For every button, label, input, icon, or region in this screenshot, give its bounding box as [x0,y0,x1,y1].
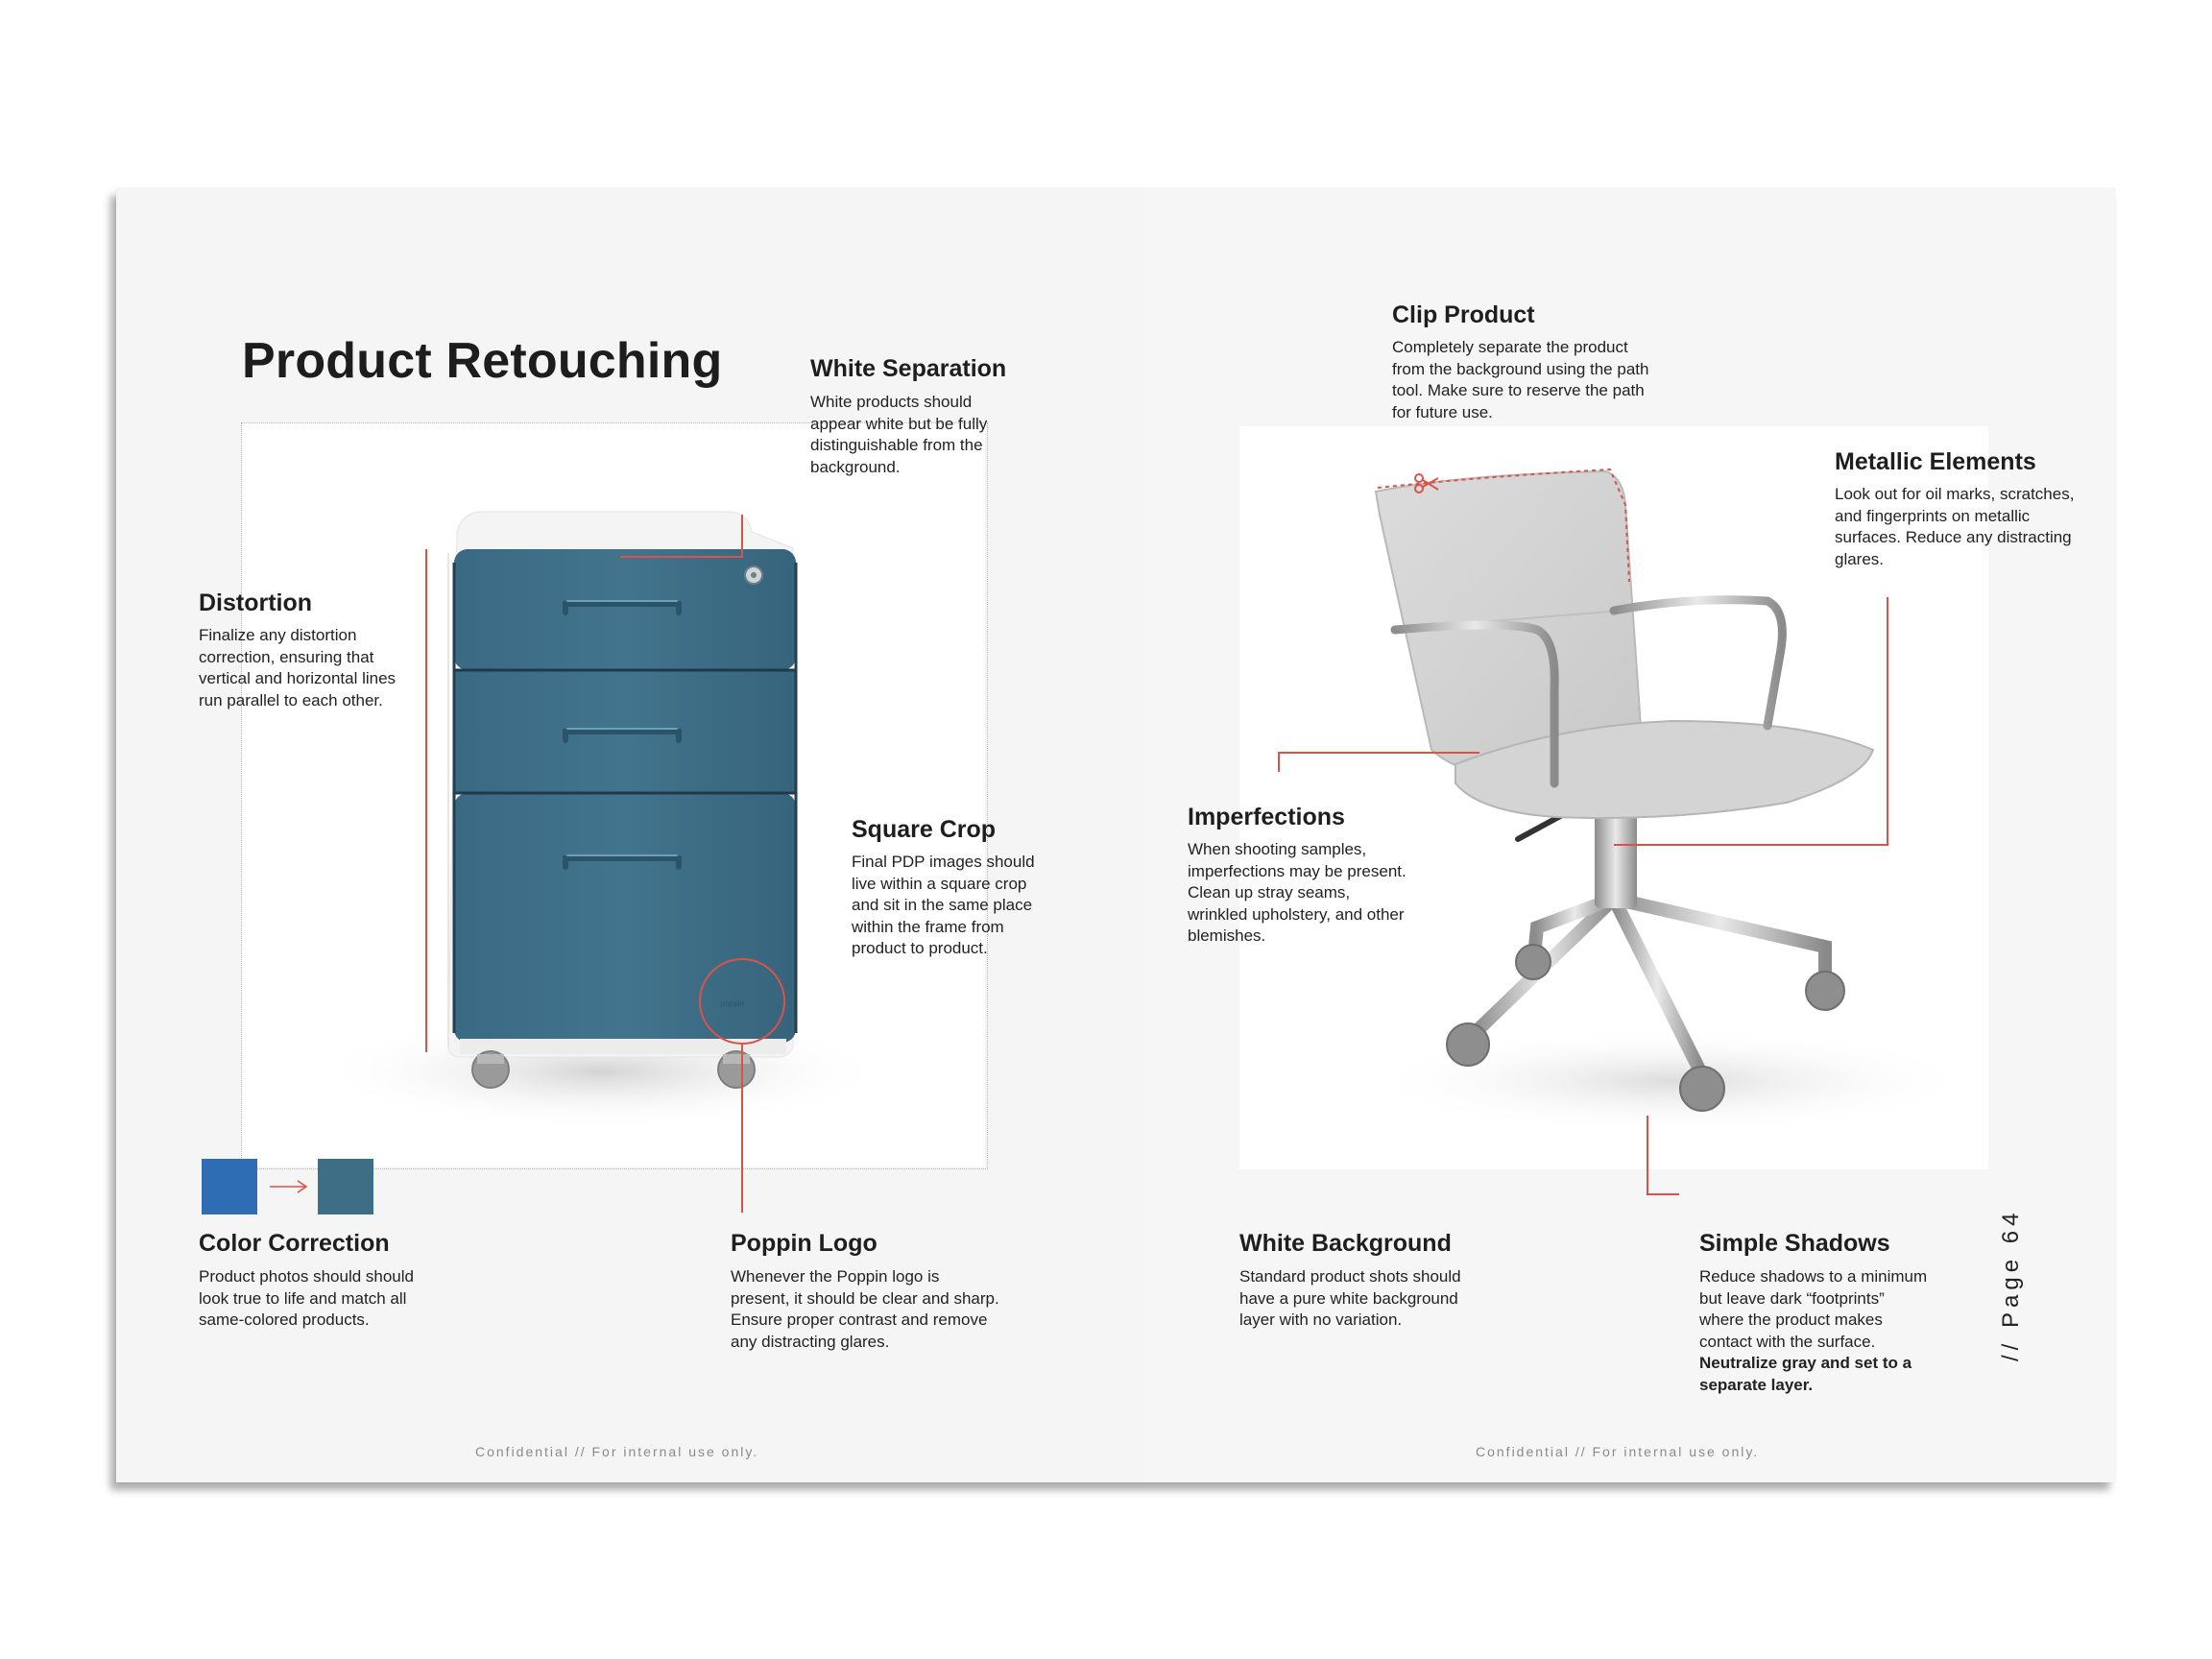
page-number: // Page 64 [1998,1208,2024,1361]
white-background-body: Standard product shots should have a pur… [1239,1267,1461,1329]
square-crop-title: Square Crop [852,816,997,843]
clip-product-body: Completely separate the product from the… [1392,338,1649,421]
square-crop-body: Final PDP images should live within a sq… [852,853,1035,957]
cabinet-front [452,549,798,1043]
file-cabinet-illustration: poppin [242,423,985,1213]
footer-right: Confidential // For internal use only. [1476,1444,1760,1459]
simple-shadows-title: Simple Shadows [1699,1230,1890,1257]
simple-shadows-connector [1647,1116,1679,1195]
distortion-body: Finalize any distortion correction, ensu… [199,626,397,709]
white-separation-title: White Separation [810,355,1007,382]
color-swatch-before [202,1159,257,1214]
page-title: Product Retouching [242,333,723,389]
simple-shadows-body: Reduce shadows to a minimum but leave da… [1699,1266,1930,1396]
metallic-elements-body: Look out for oil marks, scratches, and f… [1835,485,2075,568]
clip-path-outline [1377,468,1630,583]
poppin-logo-title: Poppin Logo [731,1230,878,1257]
metallic-elements-connector [1614,597,1888,846]
color-correction-title: Color Correction [199,1230,390,1257]
imperfections-connector [1278,752,1479,772]
document-sheet: Product Retouching [116,188,2115,1482]
distortion-title: Distortion [199,589,313,616]
footer-left: Confidential // For internal use only. [475,1444,759,1459]
poppin-logo-body: Whenever the Poppin logo is present, it … [731,1267,999,1351]
simple-shadows-text: Reduce shadows to a minimum but leave da… [1699,1267,1928,1351]
simple-shadows-bold-text: Neutralize gray and set to a separate la… [1699,1354,1912,1394]
white-separation-connector [620,515,743,558]
clip-product-title: Clip Product [1392,301,1535,328]
imperfections-title: Imperfections [1188,804,1345,830]
white-separation-body: White products should appear white but b… [810,393,988,476]
white-background-title: White Background [1239,1230,1452,1257]
color-correction-body: Product photos should should look true t… [199,1267,414,1329]
poppin-logo-mark: poppin [721,999,744,1008]
office-chair-illustration [1278,468,1979,1195]
metallic-elements-title: Metallic Elements [1835,448,2036,475]
square-crop-frame [241,422,988,1169]
imperfections-body: When shooting samples, imperfections may… [1188,840,1407,945]
scissors-icon [1414,473,1439,493]
color-swatch-after [318,1159,373,1214]
